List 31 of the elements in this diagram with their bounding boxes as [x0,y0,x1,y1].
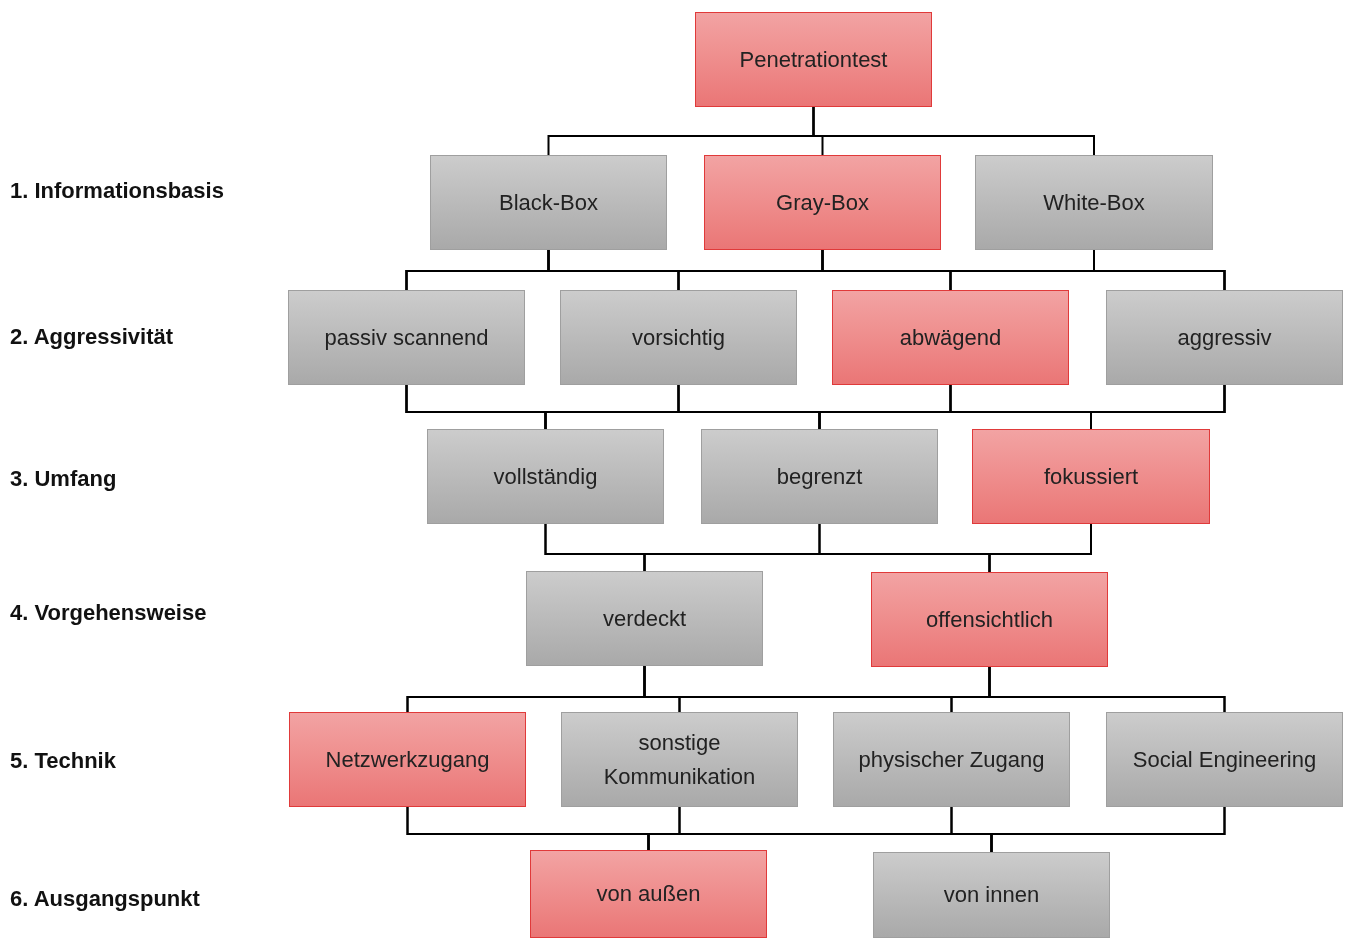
highlighted-box: offensichtlich [871,572,1108,667]
category-box: aggressiv [1106,290,1343,385]
highlighted-box: Penetrationtest [695,12,932,107]
level-label: 3. Umfang [10,464,117,493]
highlighted-box: fokussiert [972,429,1210,524]
category-box: White-Box [975,155,1213,250]
connector-line [988,523,1092,573]
category-box: vorsichtig [560,290,797,385]
connector-line [988,666,1226,713]
category-box: von innen [873,852,1110,938]
highlighted-box: abwägend [832,290,1069,385]
category-box: Social Engineering [1106,712,1343,807]
level-label: 4. Vorgehensweise [10,598,207,627]
category-box: physischer Zugang [833,712,1070,807]
connector-line [1090,384,1226,430]
category-box: begrenzt [701,429,938,524]
highlighted-box: Netzwerkzugang [289,712,526,807]
category-box: Black-Box [430,155,667,250]
level-label: 5. Technik [10,746,116,775]
highlighted-box: von außen [530,850,767,938]
connector-line [990,806,1226,853]
highlighted-box: Gray-Box [704,155,941,250]
level-label: 2. Aggressivität [10,322,174,351]
connector-line [1093,249,1226,291]
connector-line [812,106,1095,156]
category-box: passiv scannend [288,290,525,385]
level-label: 1. Informationsbasis [10,176,224,205]
level-label: 6. Ausgangspunkt [10,884,200,913]
category-box: vollständig [427,429,664,524]
category-box: sonstige Kommunikation [561,712,798,807]
category-box: verdeckt [526,571,763,666]
